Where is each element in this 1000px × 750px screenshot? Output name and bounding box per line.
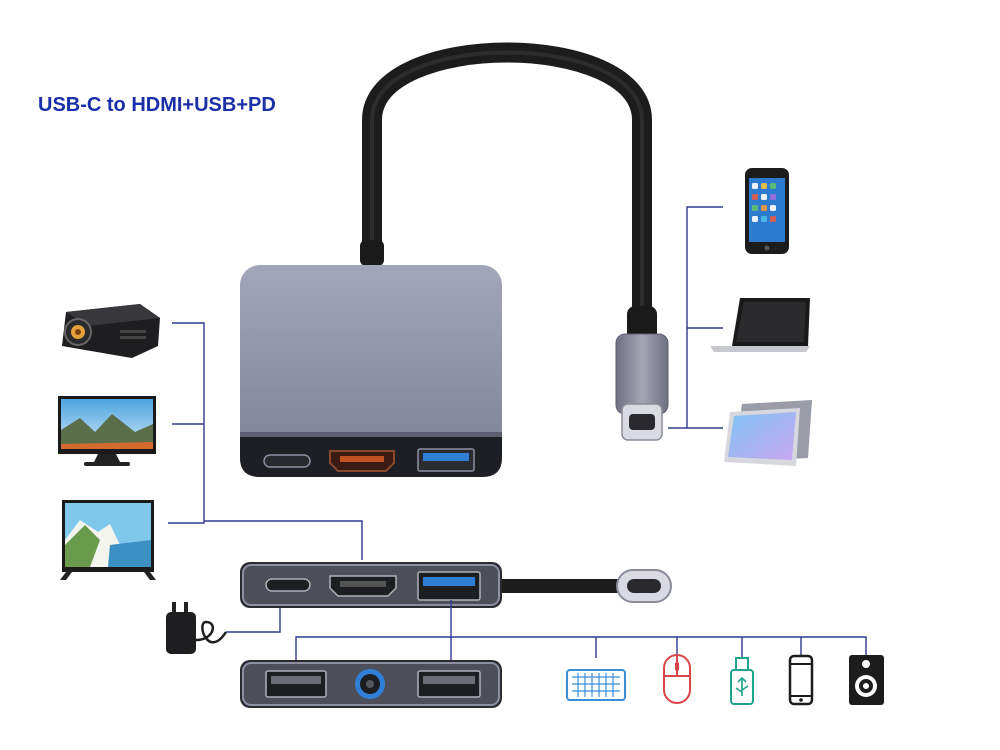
bottom-connector-lines [226, 600, 867, 660]
right-connector-lines [668, 206, 723, 429]
usb3-port [417, 571, 481, 601]
phone-icon [788, 654, 814, 706]
adapter-body [240, 265, 502, 477]
left-connector-lines [168, 322, 363, 560]
audio-jack-port [355, 669, 385, 699]
usb3-port [417, 448, 475, 472]
usb-c-plug [615, 333, 669, 441]
smartphone-icon [745, 168, 789, 254]
power-adapter-icon [166, 602, 228, 654]
projector-icon [62, 304, 160, 358]
mouse-icon [663, 654, 691, 704]
hdmi-port [329, 450, 395, 472]
monitor-icon [58, 396, 156, 466]
usb-a-port [417, 670, 481, 698]
usb-c-cable [360, 42, 657, 342]
television-icon [60, 500, 156, 580]
usb-drive-icon [730, 657, 754, 705]
product-title: USB-C to HDMI+USB+PD [38, 94, 276, 116]
tablet-icon [724, 400, 812, 466]
laptop-icon [710, 298, 810, 352]
usb-c-pd-port [263, 454, 311, 468]
usb-a-port [265, 670, 327, 698]
usb-c-port [265, 578, 311, 592]
speaker-icon [849, 655, 884, 705]
hdmi-port [329, 575, 397, 597]
keyboard-icon [566, 669, 626, 701]
